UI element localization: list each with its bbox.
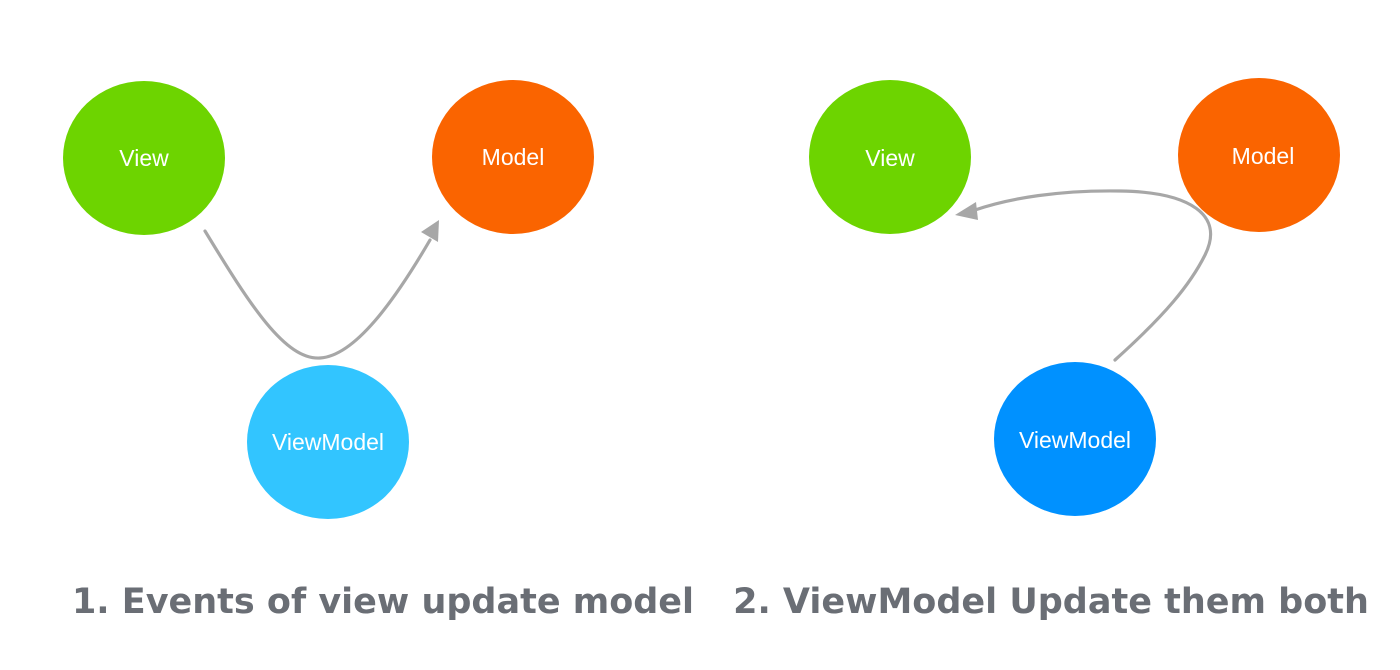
left-view-node: View (63, 81, 225, 235)
right-viewmodel-label: ViewModel (1019, 427, 1131, 453)
right-model-circle (1178, 78, 1340, 232)
right-view-node: View (809, 80, 971, 234)
left-viewmodel-circle (247, 365, 409, 519)
right-model-label: Model (1232, 143, 1295, 169)
right-model-node: Model (1178, 78, 1340, 232)
left-caption: 1. Events of view update model (72, 582, 694, 622)
left-edge-view-to-model (203, 229, 432, 360)
right-view-circle (809, 80, 971, 234)
right-diagram: View Model ViewModel 2. ViewModel Update… (733, 78, 1369, 622)
right-arrowhead (955, 202, 978, 220)
left-viewmodel-label: ViewModel (272, 429, 384, 455)
left-view-label: View (119, 145, 169, 171)
right-view-label: View (865, 145, 915, 171)
left-viewmodel-node: ViewModel (247, 365, 409, 519)
left-arrowhead (421, 220, 439, 242)
right-viewmodel-circle (994, 362, 1156, 516)
right-edge-viewmodel-to-view (973, 189, 1212, 362)
right-viewmodel-node: ViewModel (994, 362, 1156, 516)
left-model-circle (432, 80, 594, 234)
right-caption: 2. ViewModel Update them both (733, 582, 1369, 622)
left-model-label: Model (482, 144, 545, 170)
left-view-circle (63, 81, 225, 235)
left-diagram: View Model ViewModel 1. Events of view u… (63, 80, 694, 622)
left-model-node: Model (432, 80, 594, 234)
